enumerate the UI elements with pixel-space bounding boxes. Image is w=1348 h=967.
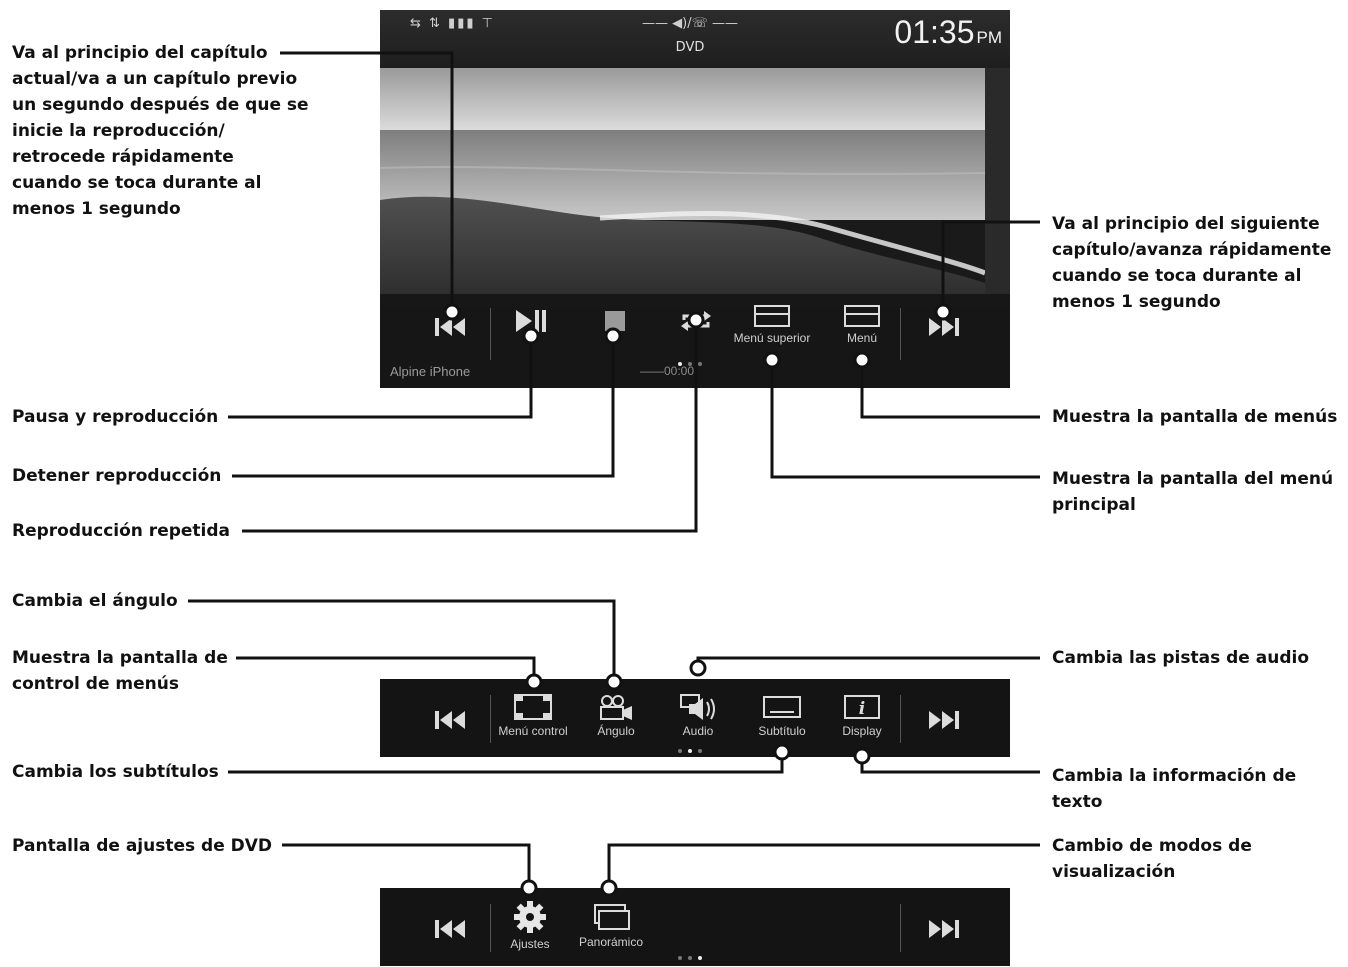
- skip-back-icon: [435, 711, 465, 729]
- callout-text-info: Cambia la información de texto: [1052, 766, 1297, 812]
- top-menu-icon: [754, 305, 790, 327]
- skip-back-icon: [435, 920, 465, 938]
- next-chapter-button[interactable]: [926, 707, 962, 733]
- previous-chapter-button[interactable]: [432, 707, 468, 733]
- playback-time: ——00:00: [640, 364, 695, 378]
- svg-text:i: i: [859, 699, 865, 719]
- repeat-icon: [681, 311, 711, 331]
- callout-change-angle: Cambia el ángulo: [12, 591, 178, 611]
- subtitle-button[interactable]: Subtítulo: [746, 693, 818, 738]
- control-divider: [900, 695, 901, 743]
- settings-button[interactable]: Ajustes: [502, 900, 558, 951]
- control-bar-page-3: Ajustes Panorámico: [380, 888, 1010, 966]
- callout-display-modes: Cambio de modos de visualización: [1052, 836, 1252, 882]
- clock-time: 01:35: [894, 14, 975, 50]
- callout-repeat: Reproducción repetida: [12, 521, 231, 541]
- next-chapter-button[interactable]: [926, 916, 962, 942]
- top-menu-label: Menú superior: [733, 331, 811, 345]
- leader-text-info: [860, 756, 1040, 774]
- leader-display-modes: [607, 843, 1040, 888]
- next-chapter-button[interactable]: [926, 312, 962, 342]
- callout-subtitles: Cambia los subtítulos: [12, 762, 219, 782]
- camera-icon: [600, 695, 632, 720]
- menu-control-label: Menú control: [498, 724, 568, 738]
- callout-main-menu: Muestra la pantalla del menú principal: [1052, 469, 1334, 515]
- callout-menu-screen: Muestra la pantalla de menús: [1052, 407, 1338, 427]
- playback-control-bar: Menú superior Menú Alpine iPhone ——00:00: [380, 294, 1010, 388]
- audio-button[interactable]: Audio: [670, 693, 726, 738]
- callout-audio-tracks: Cambia las pistas de audio: [1052, 648, 1310, 668]
- page-indicator: [678, 749, 702, 753]
- video-frame-image: [380, 68, 985, 308]
- settings-label: Ajustes: [510, 937, 550, 951]
- page-indicator: [678, 956, 702, 960]
- skip-back-icon: [435, 318, 465, 336]
- device-name: Alpine iPhone: [390, 364, 471, 379]
- clock-ampm: PM: [976, 28, 1003, 47]
- leader-dot-audio-tracks: [689, 659, 707, 677]
- skip-forward-icon: [929, 920, 959, 938]
- panoramic-label: Panorámico: [578, 935, 644, 949]
- callout-dvd-settings: Pantalla de ajustes de DVD: [12, 836, 273, 856]
- menu-label: Menú: [846, 331, 878, 345]
- play-pause-icon: [516, 310, 546, 332]
- stop-button[interactable]: [600, 306, 630, 336]
- skip-forward-icon: [929, 711, 959, 729]
- callout-next-chapter: Va al principio del siguiente capítulo/a…: [1052, 214, 1332, 312]
- subtitle-icon: [763, 696, 801, 718]
- display-label: Display: [842, 724, 882, 738]
- top-menu-button[interactable]: Menú superior: [722, 304, 822, 345]
- video-area[interactable]: [380, 68, 985, 308]
- speaker-icon: [680, 694, 715, 720]
- video-edge: [985, 68, 1010, 308]
- control-divider: [490, 308, 491, 360]
- angle-button[interactable]: Ángulo: [586, 693, 646, 738]
- menu-control-button[interactable]: Menú control: [493, 693, 573, 738]
- subtitle-label: Subtítulo: [758, 724, 806, 738]
- leader-change-angle: [188, 599, 616, 682]
- play-pause-button[interactable]: [513, 306, 549, 336]
- volume-indicator: —— ◀)/☏ ——: [642, 16, 738, 31]
- previous-chapter-button[interactable]: [432, 312, 468, 342]
- control-divider: [490, 904, 491, 952]
- skip-forward-icon: [929, 318, 959, 336]
- status-icons: ⇆ ⇅ ▮▮▮ ⊤: [410, 16, 495, 31]
- control-bar-page-2: Menú control Ángulo Audio Subtítulo i Di…: [380, 679, 1010, 757]
- display-button[interactable]: i Display: [832, 693, 892, 738]
- callout-pause-play: Pausa y reproducción: [12, 407, 219, 427]
- control-divider: [900, 308, 901, 360]
- stop-icon: [605, 311, 625, 331]
- panoramic-button[interactable]: Panorámico: [570, 902, 652, 949]
- callout-stop: Detener reproducción: [12, 466, 222, 486]
- leader-dvd-settings: [282, 843, 531, 888]
- callout-prev-chapter: Va al principio del capítulo actual/va a…: [12, 43, 309, 219]
- menu-control-icon: [514, 694, 552, 720]
- control-divider: [490, 695, 491, 743]
- angle-label: Ángulo: [597, 724, 635, 738]
- menu-icon: [844, 305, 880, 327]
- display-mode-icon: [594, 904, 630, 930]
- callout-menu-control: Muestra la pantalla de control de menús: [12, 648, 228, 694]
- audio-label: Audio: [682, 724, 714, 738]
- repeat-button[interactable]: [678, 306, 714, 336]
- leader-audio-tracks: [696, 656, 1040, 668]
- menu-button[interactable]: Menú: [832, 304, 892, 345]
- info-icon: i: [844, 695, 880, 719]
- control-divider: [900, 904, 901, 952]
- gear-icon: [514, 901, 546, 933]
- source-label: DVD: [675, 40, 705, 55]
- previous-chapter-button[interactable]: [432, 916, 468, 942]
